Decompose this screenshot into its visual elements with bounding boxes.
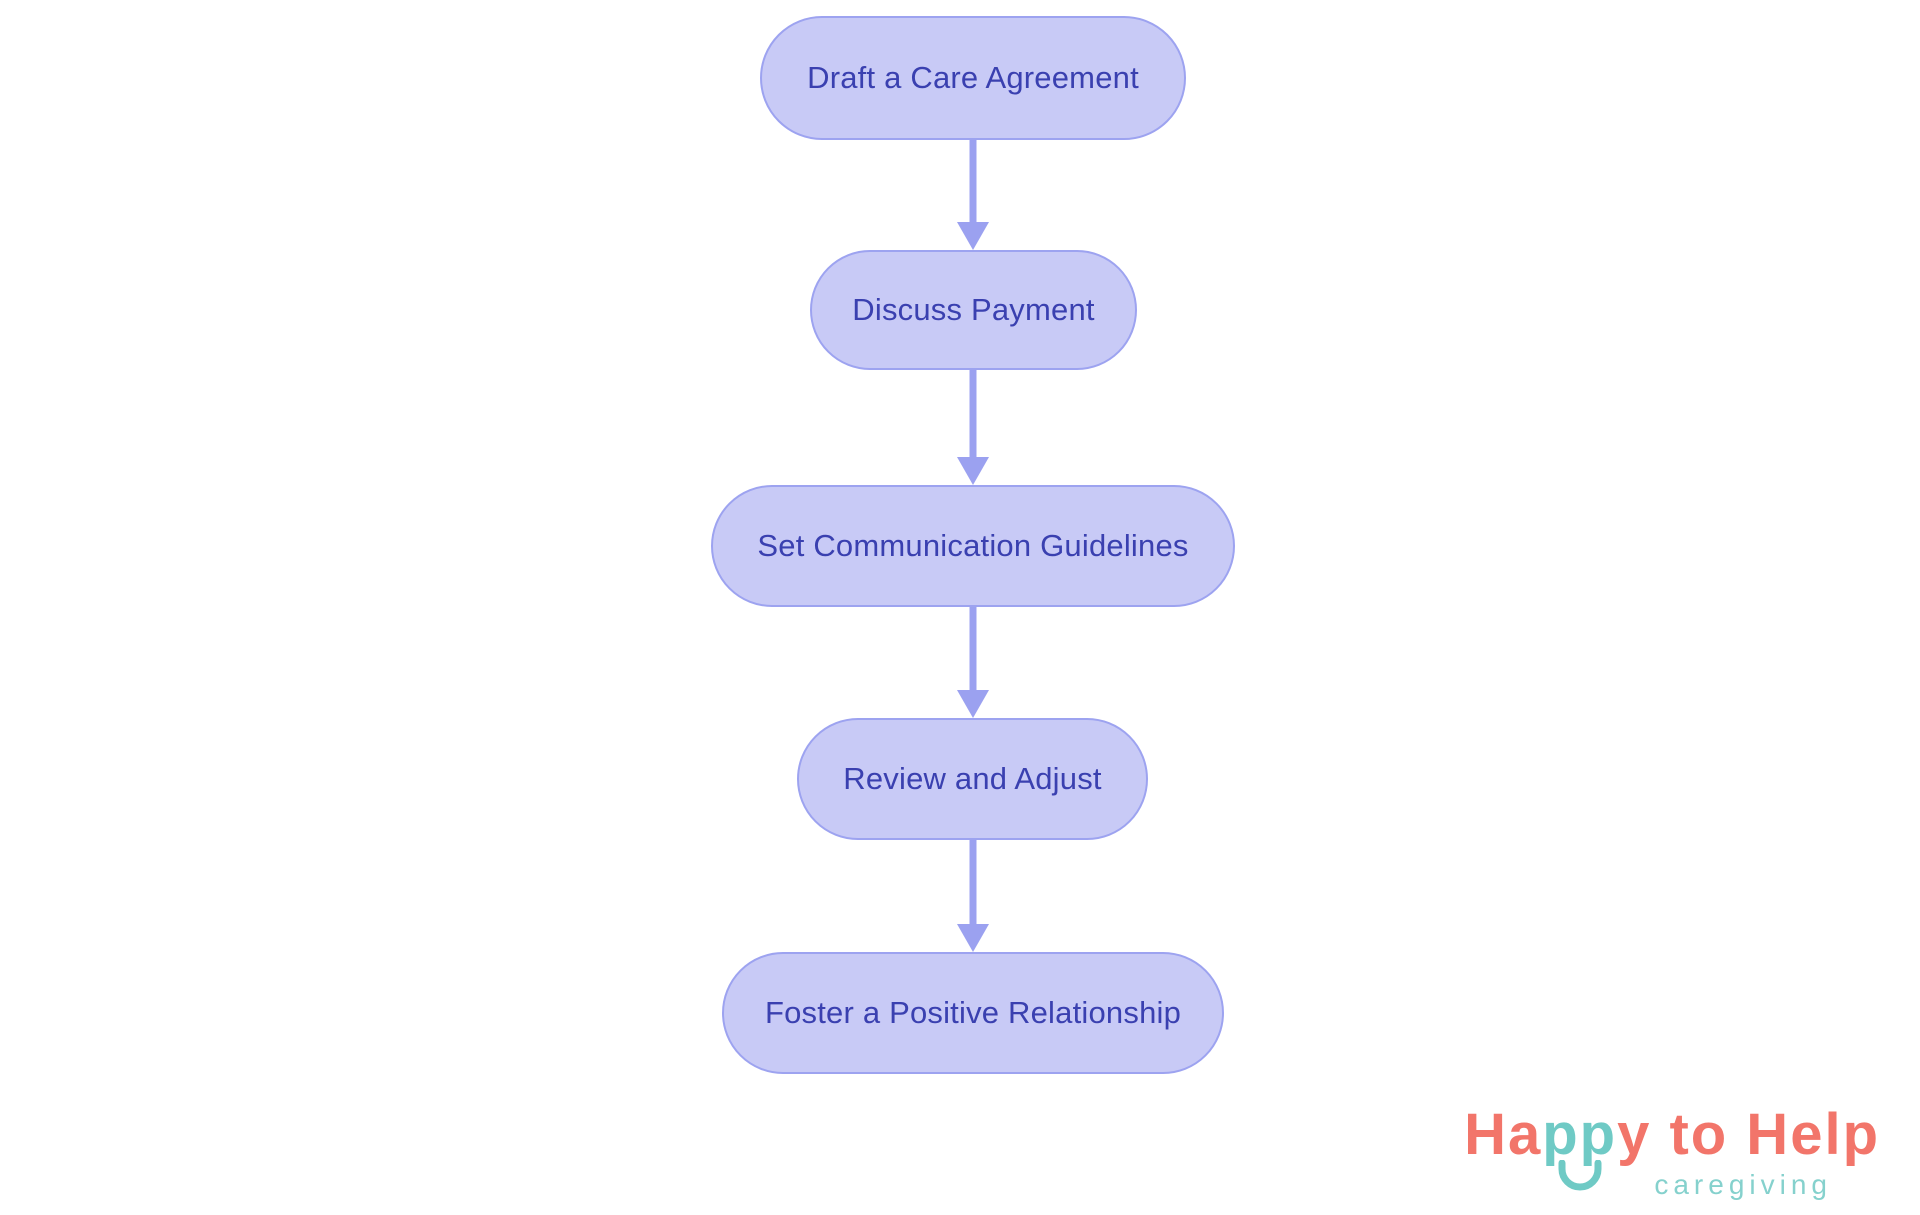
flow-node-review-and-adjust: Review and Adjust	[797, 718, 1148, 840]
flow-node-set-communication-guidelines: Set Communication Guidelines	[711, 485, 1235, 607]
flow-node-discuss-payment: Discuss Payment	[810, 250, 1137, 370]
flow-arrow-4	[957, 840, 989, 952]
flow-node-draft-care-agreement: Draft a Care Agreement	[760, 16, 1186, 140]
flow-node-label: Set Communication Guidelines	[757, 528, 1189, 563]
brand-text-start: Ha	[1464, 1102, 1543, 1167]
flow-arrow-3	[957, 607, 989, 718]
brand-text-accent: pp	[1542, 1102, 1618, 1167]
brand-text-end: y to Help	[1617, 1102, 1880, 1167]
brand-tagline: caregiving	[1654, 1168, 1832, 1200]
flow-arrow-2	[957, 370, 989, 485]
flow-node-label: Discuss Payment	[852, 292, 1095, 327]
smile-arc-icon	[1558, 1160, 1602, 1191]
flow-node-foster-positive-relationship: Foster a Positive Relationship	[722, 952, 1224, 1074]
brand-text-accent-wrap: pp	[1542, 1102, 1618, 1191]
flow-node-label: Foster a Positive Relationship	[764, 995, 1182, 1030]
flow-node-label: Review and Adjust	[843, 761, 1102, 796]
flow-node-label: Draft a Care Agreement	[807, 60, 1139, 95]
flow-arrow-1	[957, 140, 989, 250]
